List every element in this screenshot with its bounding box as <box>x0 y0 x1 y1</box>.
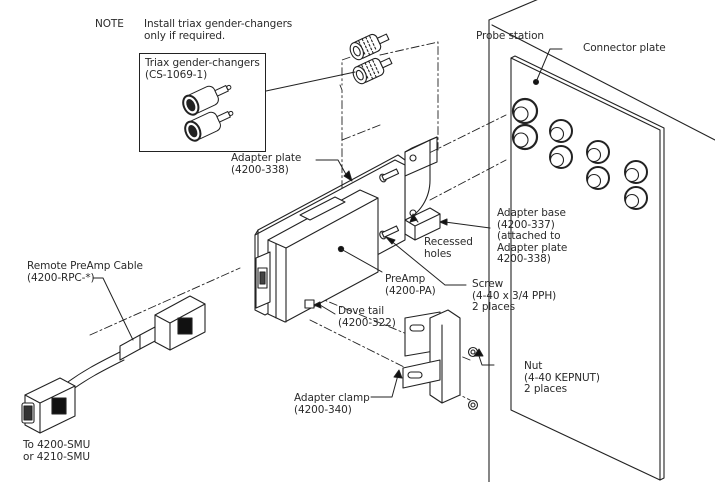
screw-label: Screw (4-40 x 3/4 PPH) 2 places <box>472 278 557 313</box>
triax-connector <box>549 119 573 143</box>
leader-lines <box>92 48 563 398</box>
probe-station <box>488 0 715 482</box>
gender-changers-floating <box>349 33 393 85</box>
dove-tail <box>304 299 315 309</box>
connector-plate-label: Connector plate <box>583 42 666 54</box>
triax-connector <box>624 160 648 184</box>
triax-connector <box>586 166 610 190</box>
connector-plate <box>510 55 665 481</box>
adapter-base <box>404 136 441 241</box>
triax-connector <box>586 140 610 164</box>
nut-label: Nut (4-40 KEPNUT) 2 places <box>524 360 600 395</box>
screws <box>379 168 400 240</box>
remote-preamp-cable-label: Remote PreAmp Cable (4200-RPC-*) <box>27 260 143 284</box>
dove-tail-label: Dove tail (4200-322) <box>338 305 396 329</box>
note-text: Install triax gender-changers only if re… <box>144 18 293 42</box>
gender-changers-label: Triax gender-changers (CS-1069-1) <box>145 57 260 81</box>
adapter-clamp-label: Adapter clamp (4200-340) <box>294 392 370 416</box>
triax-connector <box>549 145 573 169</box>
triax-connector <box>511 97 539 125</box>
adapter-plate-label: Adapter plate (4200-338) <box>231 152 302 176</box>
triax-connector <box>511 123 539 151</box>
cable-connector-smu-end <box>21 377 76 434</box>
smu-target-label: To 4200-SMU or 4210-SMU <box>23 439 91 463</box>
preamp-label: PreAmp (4200-PA) <box>385 273 436 297</box>
adapter-clamp <box>402 309 461 404</box>
gender-changers-inset: Triax gender-changers (CS-1069-1) <box>139 53 266 152</box>
recessed-holes-label: Recessed holes <box>424 236 473 260</box>
triax-connectors <box>511 97 648 210</box>
triax-connector <box>624 186 648 210</box>
preamp <box>255 189 379 323</box>
gender-changers-inset-icon <box>182 84 234 142</box>
gender-changers-leader <box>265 71 356 92</box>
note-label: NOTE <box>95 18 124 30</box>
cable-connector-preamp-end <box>119 295 206 361</box>
adapter-base-label: Adapter base (4200-337) (attached to Ada… <box>497 207 568 265</box>
probe-station-label: Probe station <box>476 30 544 42</box>
